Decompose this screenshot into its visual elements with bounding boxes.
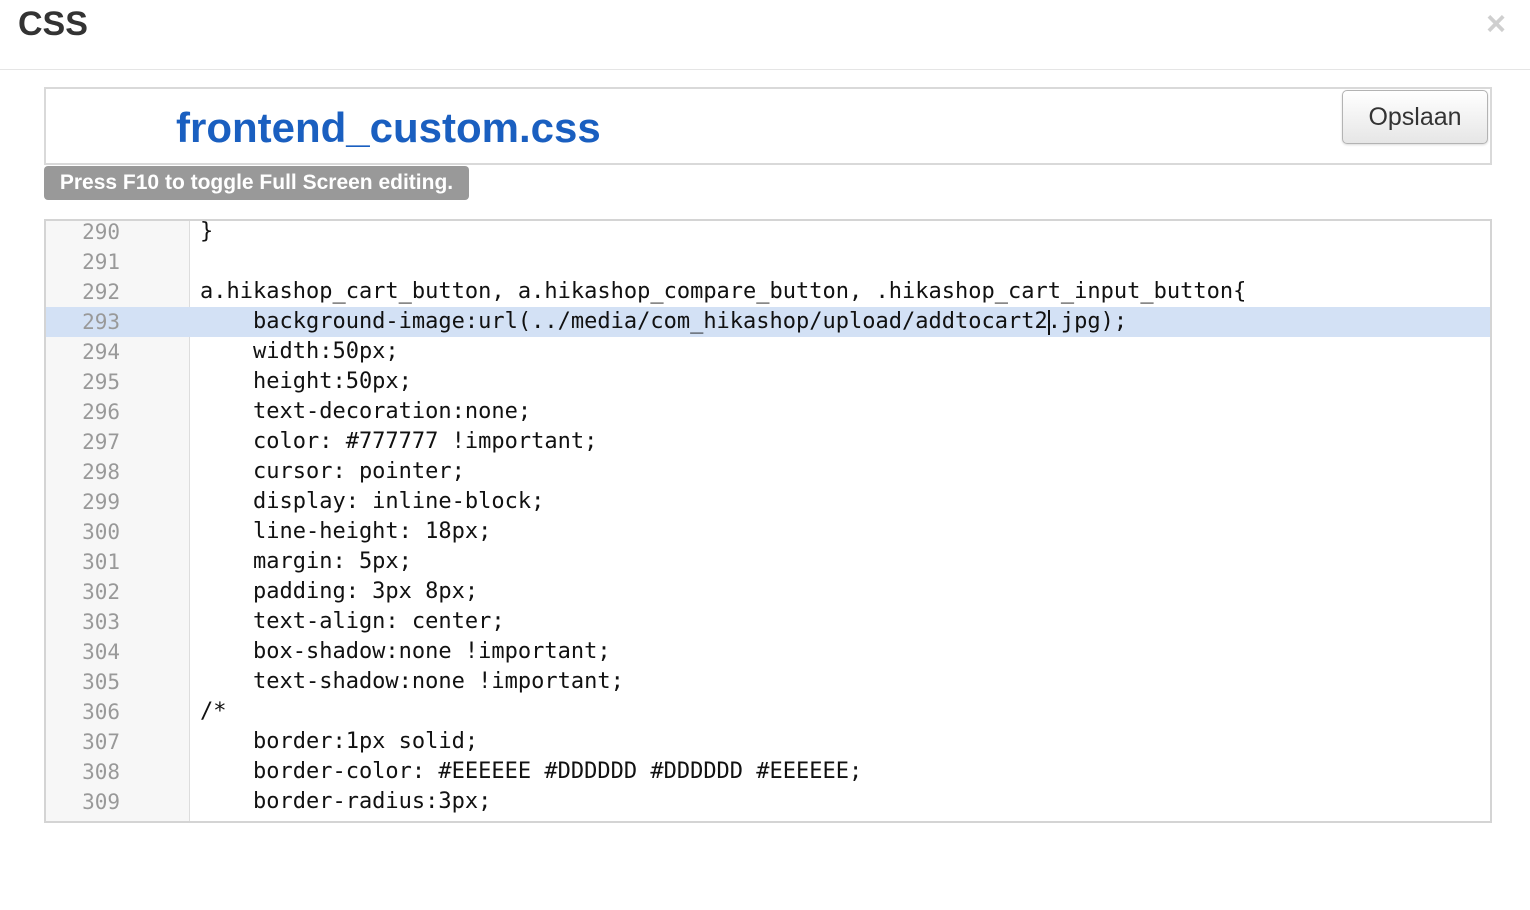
file-bar: frontend_custom.css Opslaan <box>44 87 1492 165</box>
line-number: 308 <box>82 760 120 784</box>
line-number: 309 <box>82 790 120 814</box>
code-lines: 289 padding-top:30px;290}291292a.hikasho… <box>46 219 1490 817</box>
line-number: 305 <box>82 670 120 694</box>
code-line[interactable]: 301 margin: 5px; <box>46 547 1490 577</box>
code-line[interactable]: 299 display: inline-block; <box>46 487 1490 517</box>
line-code[interactable]: } <box>200 219 214 244</box>
line-number: 303 <box>82 610 120 634</box>
line-code[interactable]: color: #777777 !important; <box>200 429 598 454</box>
line-number: 294 <box>82 340 120 364</box>
code-line[interactable]: 296 text-decoration:none; <box>46 397 1490 427</box>
code-editor[interactable]: 289 padding-top:30px;290}291292a.hikasho… <box>44 219 1492 823</box>
code-line[interactable]: 297 color: #777777 !important; <box>46 427 1490 457</box>
line-code[interactable]: cursor: pointer; <box>200 459 465 484</box>
line-code[interactable]: padding: 3px 8px; <box>200 579 479 604</box>
code-line[interactable]: 306 /* <box>46 697 1490 727</box>
line-code[interactable]: text-shadow:none !important; <box>200 669 624 694</box>
text-cursor <box>1048 310 1050 335</box>
line-number: 304 <box>82 640 120 664</box>
line-number: 301 <box>82 550 120 574</box>
code-line[interactable]: 290} <box>46 219 1490 247</box>
code-line[interactable]: 294 width:50px; <box>46 337 1490 367</box>
line-code[interactable]: text-align: center; <box>200 609 505 634</box>
line-code[interactable]: box-shadow:none !important; <box>200 639 611 664</box>
line-number: 293 <box>82 310 120 334</box>
line-number: 290 <box>82 220 120 244</box>
line-number: 297 <box>82 430 120 454</box>
line-number: 295 <box>82 370 120 394</box>
line-code[interactable]: text-decoration:none; <box>200 399 532 424</box>
line-code[interactable]: border-radius:3px; <box>200 789 492 814</box>
code-line[interactable]: 302 padding: 3px 8px; <box>46 577 1490 607</box>
code-line[interactable]: 293 background-image:url(../media/com_hi… <box>46 307 1490 337</box>
code-line[interactable]: 295 height:50px; <box>46 367 1490 397</box>
code-line[interactable]: 291 <box>46 247 1490 277</box>
line-code[interactable]: a.hikashop_cart_button, a.hikashop_compa… <box>200 279 1247 304</box>
line-number: 292 <box>82 280 120 304</box>
code-line[interactable]: 307 border:1px solid; <box>46 727 1490 757</box>
modal-title: CSS <box>18 5 88 43</box>
line-code[interactable]: width:50px; <box>200 339 399 364</box>
code-line[interactable]: 292 a.hikashop_cart_button, a.hikashop_co… <box>46 277 1490 307</box>
line-number: 291 <box>82 250 120 274</box>
line-code[interactable]: background-image:url(../media/com_hikash… <box>200 309 1128 334</box>
file-name: frontend_custom.css <box>176 104 601 151</box>
save-button[interactable]: Opslaan <box>1342 90 1488 144</box>
code-line[interactable]: 298 cursor: pointer; <box>46 457 1490 487</box>
line-code[interactable]: /* <box>200 699 227 724</box>
code-line[interactable]: 304 box-shadow:none !important; <box>46 637 1490 667</box>
code-line[interactable]: 308 border-color: #EEEEEE #DDDDDD #DDDDD… <box>46 757 1490 787</box>
line-code[interactable]: margin: 5px; <box>200 549 412 574</box>
line-number: 296 <box>82 400 120 424</box>
fullscreen-hint-badge: Press F10 to toggle Full Screen editing. <box>44 166 469 200</box>
line-code[interactable]: height:50px; <box>200 369 412 394</box>
line-number: 306 <box>82 700 120 724</box>
close-icon[interactable]: × <box>1486 5 1506 43</box>
line-code[interactable]: border-color: #EEEEEE #DDDDDD #DDDDDD #E… <box>200 759 863 784</box>
line-number: 302 <box>82 580 120 604</box>
line-code[interactable]: border:1px solid; <box>200 729 479 754</box>
code-line[interactable]: 300 line-height: 18px; <box>46 517 1490 547</box>
line-code[interactable]: display: inline-block; <box>200 489 545 514</box>
code-line[interactable]: 305 text-shadow:none !important; <box>46 667 1490 697</box>
code-line[interactable]: 303 text-align: center; <box>46 607 1490 637</box>
line-number: 299 <box>82 490 120 514</box>
line-number: 298 <box>82 460 120 484</box>
code-line[interactable]: 309 border-radius:3px; <box>46 787 1490 817</box>
modal-header: CSS × <box>0 0 1530 70</box>
line-code[interactable]: line-height: 18px; <box>200 519 492 544</box>
line-number: 300 <box>82 520 120 544</box>
line-number: 307 <box>82 730 120 754</box>
